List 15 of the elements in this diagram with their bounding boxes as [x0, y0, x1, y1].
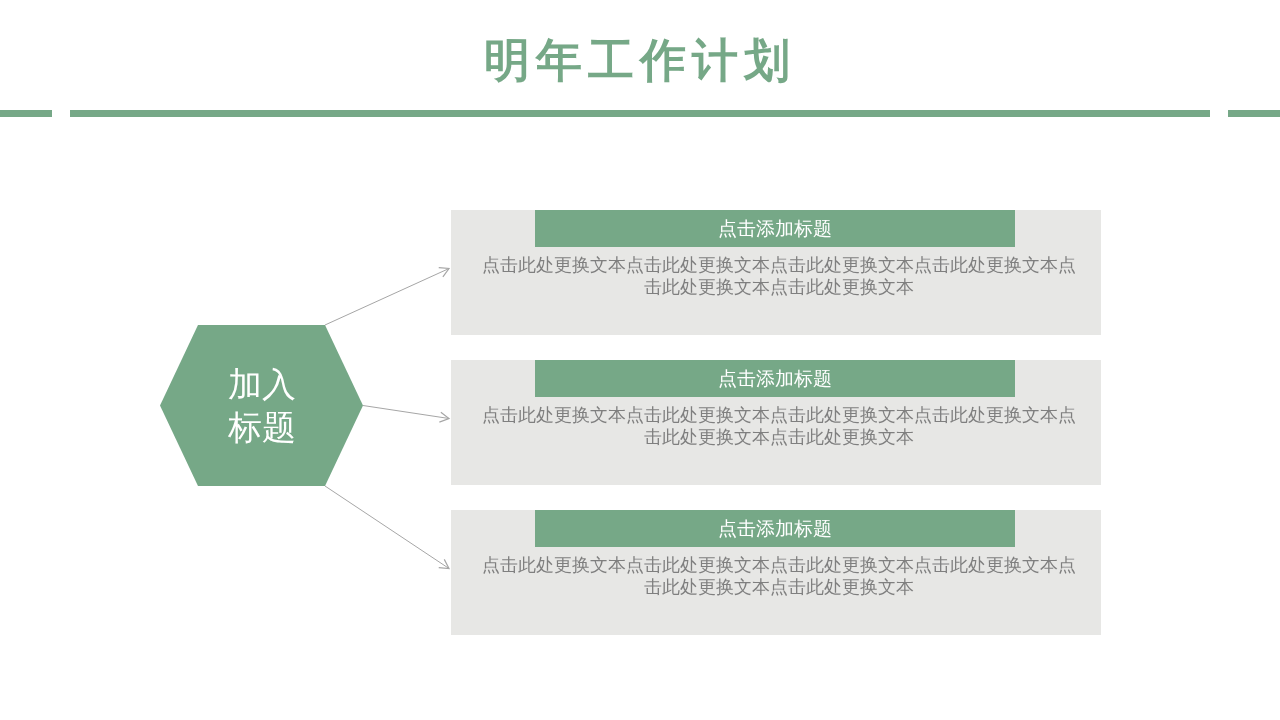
heading-bar: 点击添加标题	[535, 210, 1015, 247]
text-card	[451, 360, 1101, 485]
arrow	[324, 485, 450, 570]
arrow	[324, 267, 450, 326]
card-text: 点击此处更换文本点击此处更换文本点击此处更换文本点击此处更换文本点击此处更换文本点击此处更换文本	[481, 404, 1076, 448]
arrow	[362, 405, 450, 423]
heading-bar: 点击添加标题	[535, 510, 1015, 547]
card-text: 点击此处更换文本点击此处更换文本点击此处更换文本点击此处更换文本点击此处更换文本点击此处更换文本	[481, 254, 1076, 298]
hexagon-label: 加入标题	[226, 363, 297, 448]
card-text: 点击此处更换文本点击此处更换文本点击此处更换文本点击此处更换文本点击此处更换文本点击此处更换文本	[481, 554, 1076, 598]
hexagon	[160, 325, 363, 486]
heading-bar: 点击添加标题	[535, 360, 1015, 397]
slide-title: 明年工作计划	[483, 32, 797, 89]
text-card	[451, 510, 1101, 635]
text-card	[451, 210, 1101, 335]
